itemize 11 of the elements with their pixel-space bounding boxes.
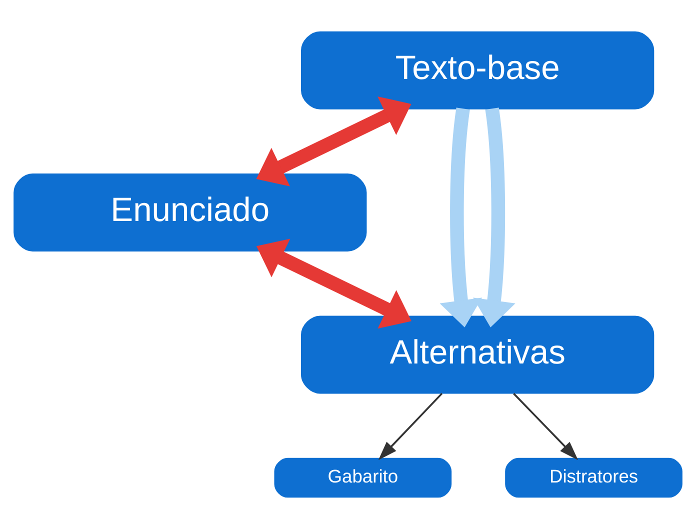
arrow — [513, 392, 578, 460]
node-box: Gabarito — [274, 457, 452, 498]
arrow — [256, 96, 412, 186]
arrow — [378, 392, 443, 460]
node-box: Alternativas — [300, 315, 654, 394]
arrow — [256, 238, 412, 328]
node-box: Enunciado — [14, 173, 367, 251]
node-box: Texto-base — [300, 30, 654, 109]
arrow — [440, 107, 482, 327]
arrow — [473, 107, 516, 327]
node-box: Distratores — [505, 457, 682, 498]
